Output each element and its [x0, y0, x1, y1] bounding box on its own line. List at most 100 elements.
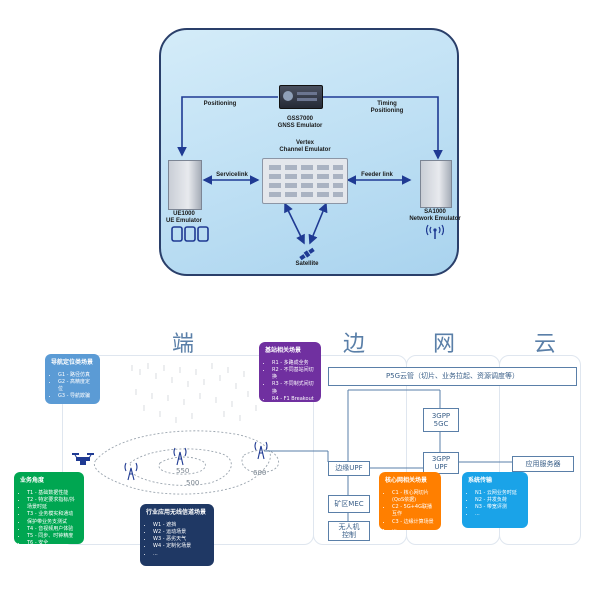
ue-name-label: UE Emulator [165, 218, 202, 224]
column-head-edge: 边 [343, 332, 366, 357]
ue-model-label: UE1000 [173, 211, 195, 217]
cloud-transport-card: 系统传输 N1 - 云网业务时延 N2 - 并发负荷 N3 - 带宽评测 ... [462, 472, 528, 528]
contour-mid [129, 448, 232, 486]
base-card-item: R3 - 不同制式间切换 [272, 381, 315, 396]
core-upf-box: 3GPP UPF [423, 452, 459, 474]
industry-card-item: W4 - 定制化场景 [153, 543, 208, 550]
phone-icon [197, 226, 209, 242]
satellite-icon [299, 247, 315, 261]
mine-terrain [72, 363, 280, 495]
contour-label-600: 600 [253, 469, 267, 477]
core-card-item: ... [392, 526, 435, 533]
industry-card-item: ... [153, 551, 208, 558]
core-upf-line-2: UPF [434, 463, 448, 471]
industry-card-item: W2 - 运动场景 [153, 529, 208, 536]
satellite-link-right [308, 202, 328, 245]
nav-card-item: G1 - 路径仿真 [58, 372, 94, 379]
edge-upf-box: 边缘UPF [328, 461, 370, 476]
phone-icons [171, 226, 209, 242]
gnss-name-label: GNSS Emulator [277, 123, 323, 129]
drone-control-box: 无人机 控制 [328, 521, 370, 541]
core-network-card: 核心网相关场景 C1 - 核心网切片(QoS依据) C2 - 5G+4G联播互作… [379, 472, 441, 533]
column-head-cloud: 云 [534, 332, 557, 357]
biz-card-title: 业务角度 [20, 477, 45, 484]
cloud-zone [499, 355, 581, 545]
channel-name-label-1: Vertex [295, 140, 314, 146]
drone-icon [72, 453, 94, 465]
biz-card-item: T2 - 特定要求指标/抖 [27, 497, 78, 504]
p5g-cloud-mgmt-box: P5G云管（切片、业务拉起、资源调度等） [328, 367, 577, 386]
base-card-item: R2 - 不同基站间切换 [272, 367, 315, 382]
network-emulator-device [420, 160, 452, 208]
feeder-link-label: Feeder link [361, 172, 393, 178]
gnss-model-label: GSS7000 [286, 116, 314, 122]
core-5gc-box: 3GPP 5GC [423, 408, 459, 432]
industry-card-item: W3 - 恶劣天气 [153, 536, 208, 543]
mec-box: 矿区MEC [328, 495, 370, 513]
phone-icon [171, 226, 183, 242]
biz-card-item: T4 - 音视频用户体验 [27, 526, 78, 533]
core-5gc-line-1: 3GPP [431, 411, 451, 420]
nav-card-item: G2 - 高精度定位 [58, 379, 94, 394]
business-card: 业务角度 T1 - 基础数据性能 T2 - 特定要求指标/抖 场景时延 T3 -… [14, 472, 84, 554]
biz-card-item: T1 - 基础数据性能 [27, 490, 78, 497]
column-head-network: 网 [433, 332, 456, 357]
cloud-card-item: N2 - 并发负荷 [475, 497, 522, 504]
emulator-links [177, 96, 443, 245]
timing-positioning-label: Positioning [370, 108, 404, 114]
drone-control-line-1: 无人机 [338, 522, 360, 531]
satellite-link-left [284, 202, 305, 245]
nav-card-item: G3 - 导航欺骗 [58, 393, 94, 400]
channel-name-label-2: Channel Emulator [279, 147, 331, 153]
cloud-card-item: N3 - 带宽评测 [475, 504, 522, 511]
contour-label-550: 550 [176, 467, 190, 475]
positioning-arrow [177, 96, 278, 157]
ue-emulator-device [168, 160, 202, 210]
biz-card-item: T6 - 安全 [27, 540, 78, 547]
base-card-item: R4 - F1 Breakout [272, 396, 315, 403]
biz-card-item: 场景时延 [27, 504, 78, 511]
core-upf-line-1: 3GPP [431, 454, 451, 463]
core-card-item: C1 - 核心网切片(QoS依据) [392, 490, 435, 505]
cloud-card-title: 系统传输 [468, 477, 493, 484]
app-server-box: 应用服务器 [512, 456, 574, 472]
industry-card: 行业应用无线信道场景 W1 - 遮挡 W2 - 运动场景 W3 - 恶劣天气 W… [140, 504, 214, 566]
contour-outer [94, 430, 271, 495]
core-card-item: C3 - 边缘计算场景 [392, 519, 435, 526]
satellite-label: Satellite [295, 261, 319, 267]
tower-icon [124, 462, 138, 481]
core-card-item: C2 - 5G+4G联播互作 [392, 504, 435, 519]
cloud-card-item: ... [475, 511, 522, 518]
contour-inner [158, 456, 206, 475]
column-head-terminal: 端 [172, 332, 195, 357]
drone-control-line-2: 控制 [342, 531, 356, 539]
biz-card-item: ... [27, 548, 78, 555]
tower-icon [254, 441, 268, 460]
phone-icon [184, 226, 196, 242]
base-card-title: 基站相关场景 [265, 347, 302, 354]
industry-card-item: W1 - 遮挡 [153, 522, 208, 529]
core-card-title: 核心网相关场景 [385, 477, 428, 484]
service-link-label: Servicelink [216, 172, 248, 178]
biz-card-item: 保护带业务支测试 [27, 519, 78, 526]
antenna-icon [426, 224, 444, 239]
core-5gc-line-2: 5GC [433, 420, 449, 428]
tower-icon [173, 447, 187, 466]
network-model-label: SA1000 [424, 209, 446, 215]
channel-emulator-device [262, 158, 348, 204]
positioning-label: Positioning [203, 101, 237, 107]
industry-card-title: 行业应用无线信道场景 [146, 509, 207, 516]
nav-card-item: ... [58, 401, 94, 408]
network-name-label: Network Emulator [409, 216, 461, 222]
timing-arrow [322, 96, 443, 160]
base-station-card: 基站相关场景 R1 - 多路成全务 R2 - 不同基站间切换 R3 - 不同制式… [259, 342, 321, 402]
biz-card-item: T5 - 同步、时钟精度 [27, 533, 78, 540]
nav-scenario-card: 导航定位类场景 G1 - 路径仿真 G2 - 高精度定位 G3 - 导航欺骗 .… [45, 354, 100, 407]
timing-label: Timing [377, 101, 397, 107]
pit-outline [241, 449, 280, 473]
cloud-card-item: N1 - 云网业务时延 [475, 490, 522, 497]
nav-card-title: 导航定位类场景 [51, 359, 94, 366]
base-card-item: R1 - 多路成全务 [272, 360, 315, 367]
biz-card-item: T3 - 业务模实和通动 [27, 511, 78, 518]
gnss-emulator-device [279, 85, 323, 109]
